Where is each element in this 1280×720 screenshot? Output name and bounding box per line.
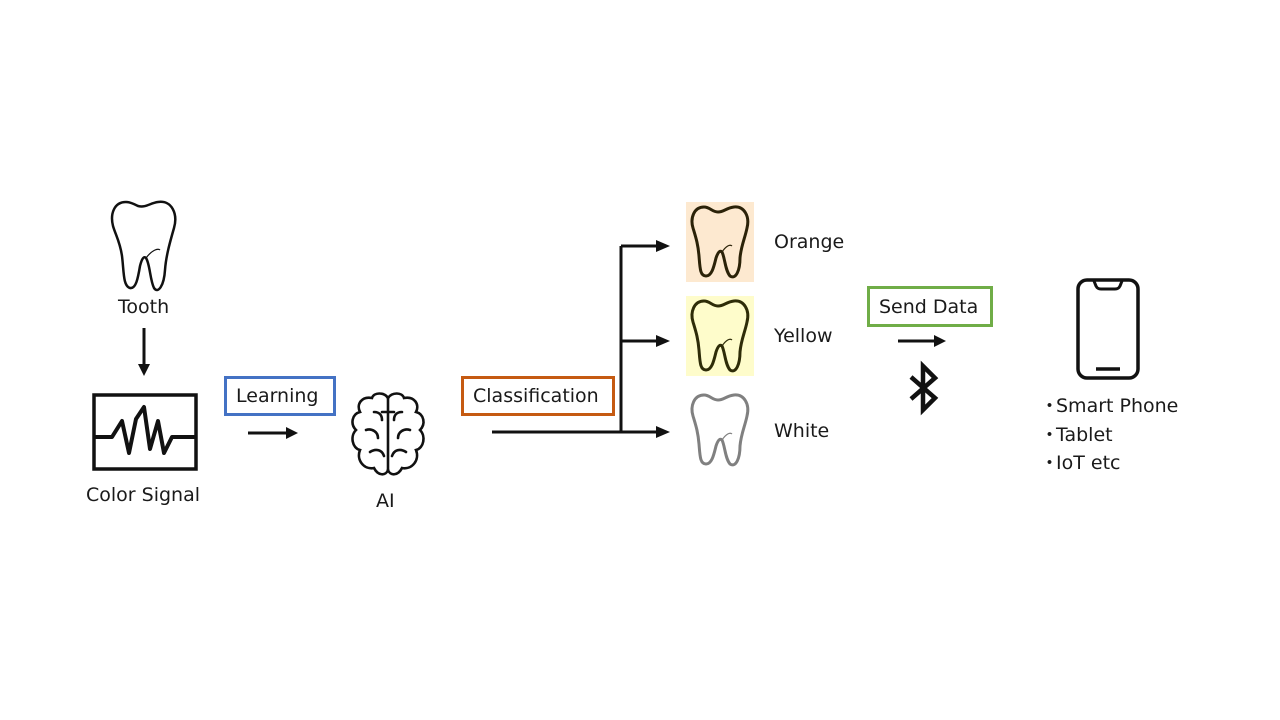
learning-box: Learning xyxy=(224,376,336,416)
send-data-label: Send Data xyxy=(879,295,979,318)
arrow-to-white xyxy=(656,426,670,438)
down-arrow xyxy=(138,328,150,376)
learning-label: Learning xyxy=(236,385,319,407)
arrow-to-orange xyxy=(656,240,670,252)
tooth-icon-yellow xyxy=(690,299,750,373)
class-label-orange: Orange xyxy=(774,231,845,253)
tooth-icon-white xyxy=(690,393,750,467)
signal-monitor-icon xyxy=(92,393,198,471)
device-list: ・Smart Phone ・Tablet ・IoT etc xyxy=(1040,392,1178,478)
bullet: ・ xyxy=(1040,452,1060,474)
device-item: ・Tablet xyxy=(1040,421,1178,450)
ai-label: AI xyxy=(376,490,395,512)
classification-branch-arrows xyxy=(492,240,670,438)
classification-box: Classification xyxy=(461,376,615,416)
send-data-box: Send Data xyxy=(867,286,993,327)
tooth-icon xyxy=(110,200,177,292)
smartphone-icon xyxy=(1076,278,1140,380)
bullet: ・ xyxy=(1040,395,1060,417)
classification-label: Classification xyxy=(473,385,599,407)
tooth-icon-orange xyxy=(690,205,750,279)
color-signal-label: Color Signal xyxy=(86,484,201,506)
bluetooth-icon xyxy=(909,360,939,416)
device-item-label: IoT etc xyxy=(1056,452,1121,474)
class-label-white: White xyxy=(774,420,830,442)
learning-arrow xyxy=(248,427,298,439)
send-data-arrow xyxy=(898,335,946,347)
class-label-yellow: Yellow xyxy=(774,325,833,347)
device-item-label: Smart Phone xyxy=(1056,395,1179,417)
device-item-label: Tablet xyxy=(1056,423,1113,446)
brain-icon xyxy=(351,392,425,476)
bullet: ・ xyxy=(1040,423,1060,446)
tooth-label: Tooth xyxy=(118,296,170,318)
device-item: ・Smart Phone xyxy=(1040,392,1178,421)
device-item: ・IoT etc xyxy=(1040,449,1178,478)
arrow-to-yellow xyxy=(656,335,670,347)
